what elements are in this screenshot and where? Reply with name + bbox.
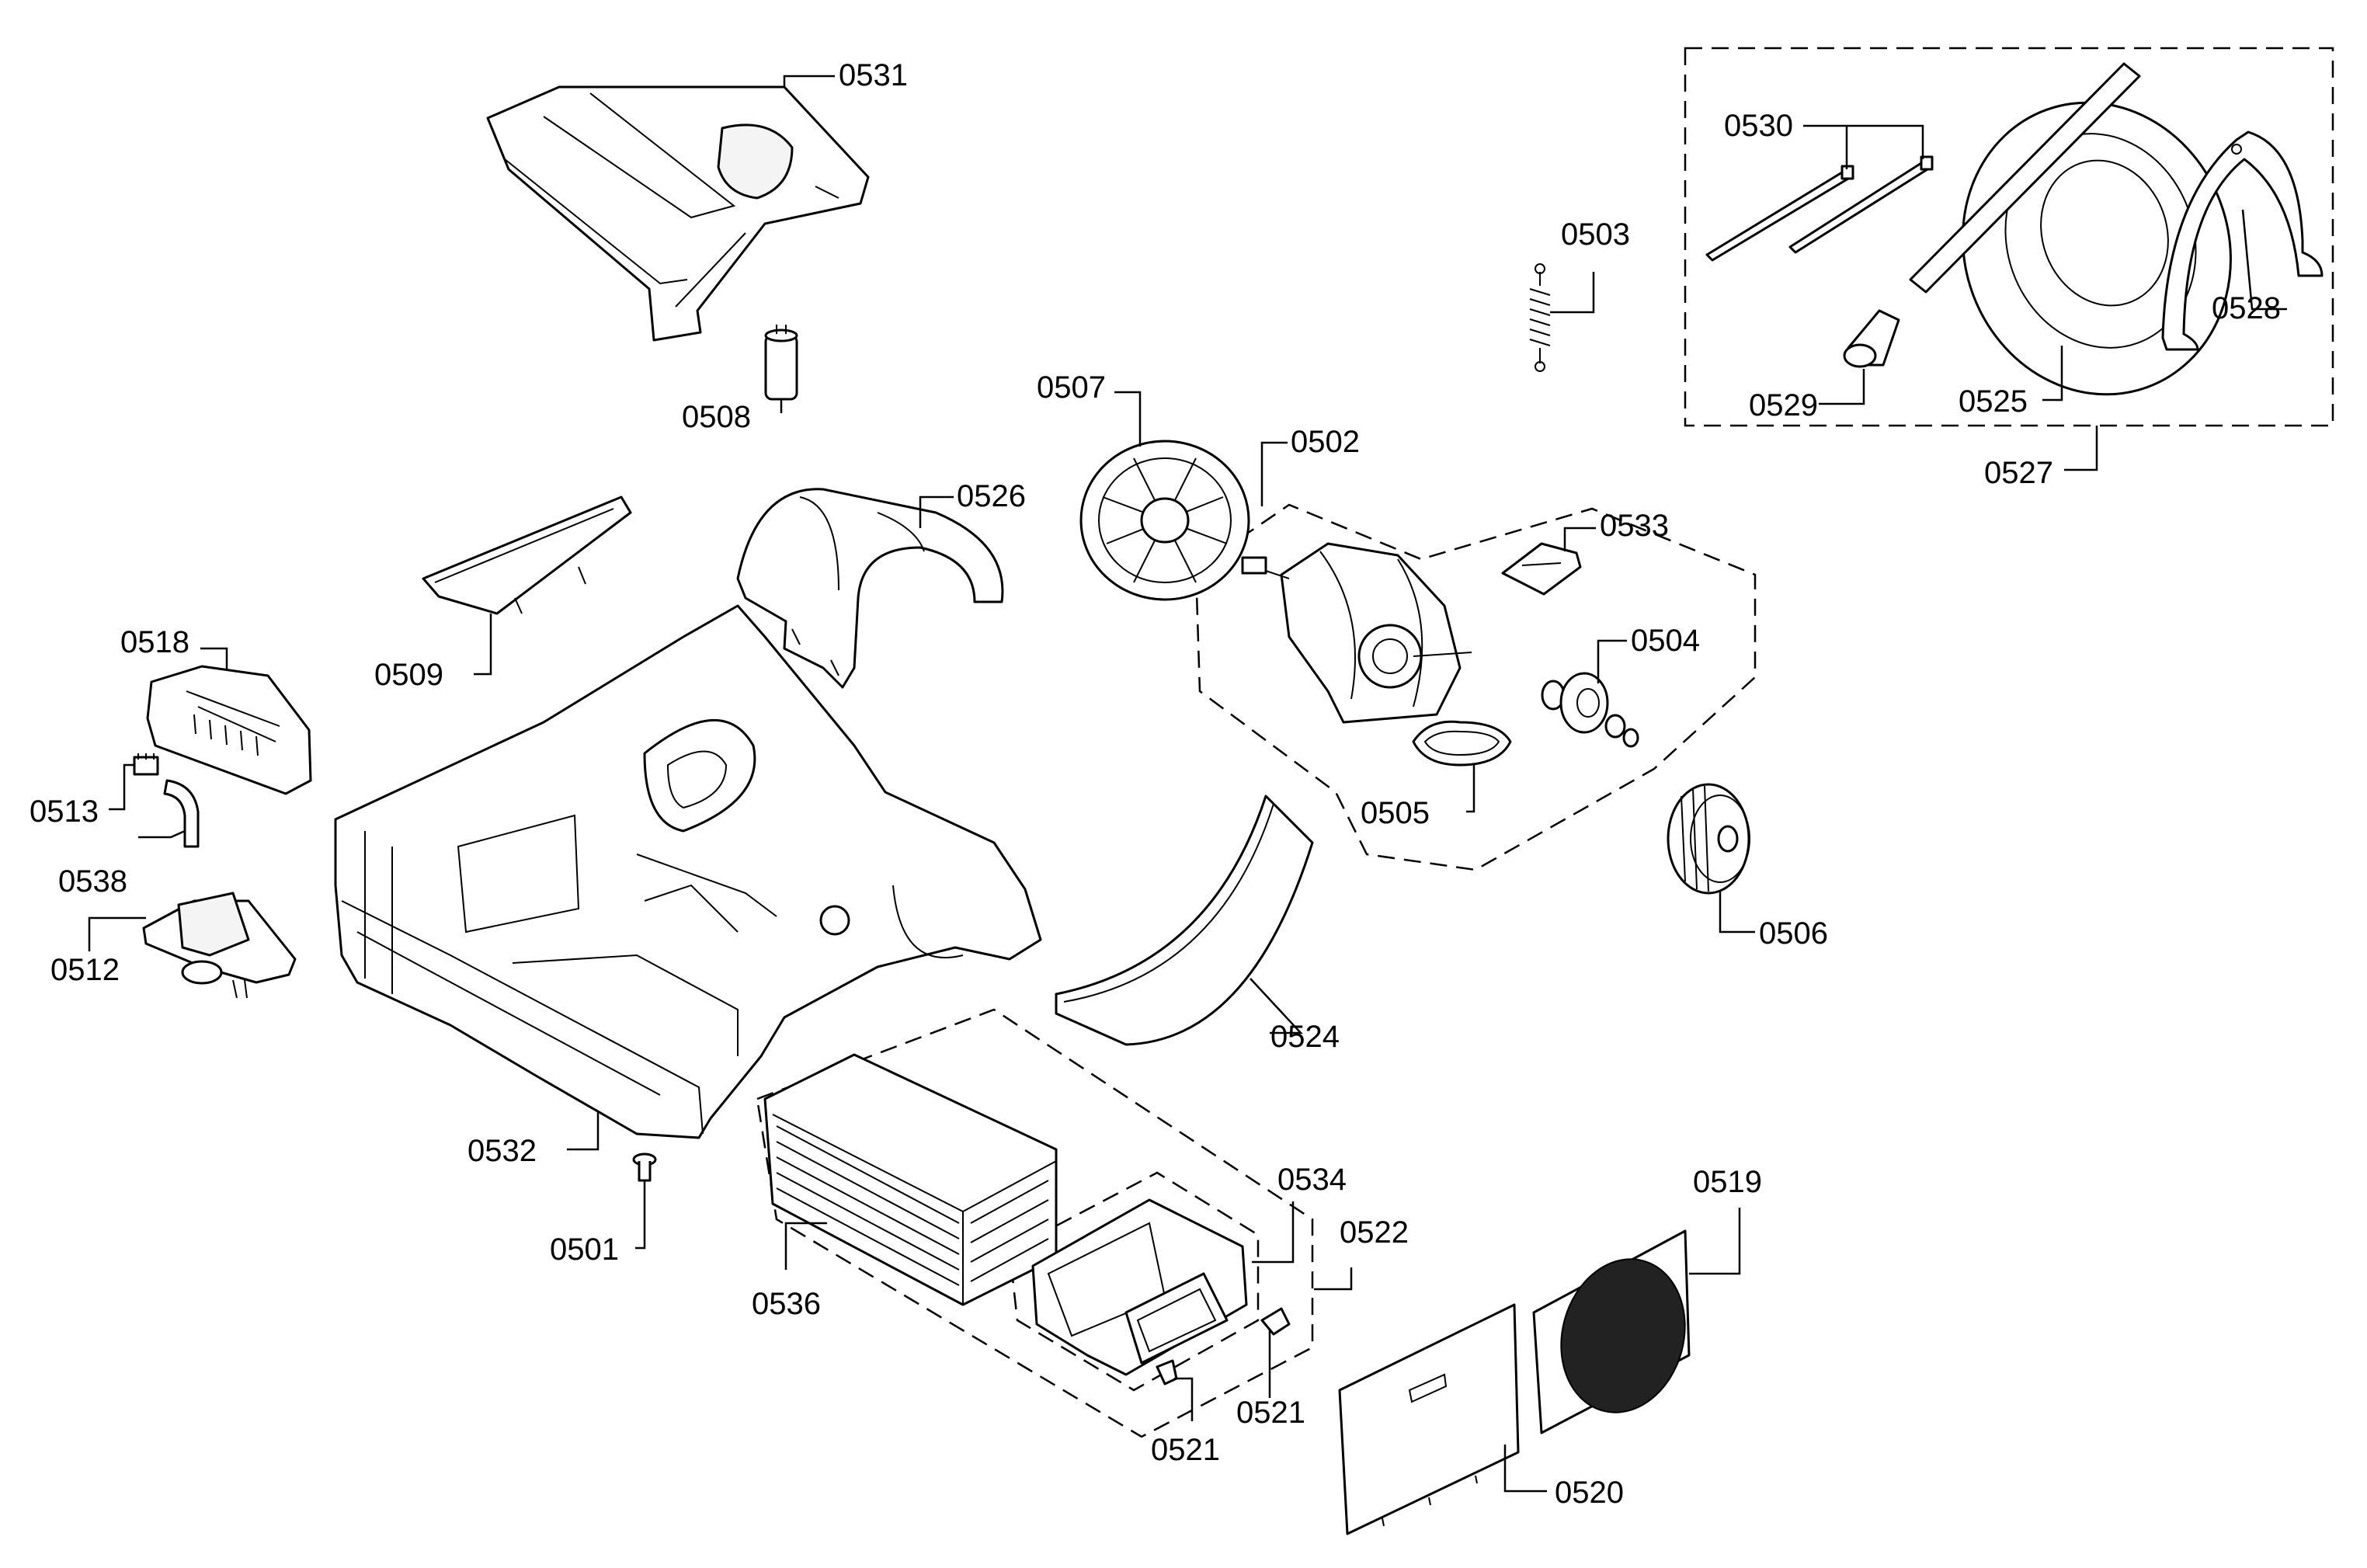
top-duct-part [486, 85, 870, 342]
leader-0509 [474, 614, 492, 676]
leader-0520 [1503, 1445, 1547, 1493]
label-0512: 0512 [50, 953, 120, 987]
hose-bracket-part [2161, 130, 2324, 351]
fan-wheel-part [1079, 440, 1250, 601]
leader-0504 [1597, 639, 1627, 683]
label-0520: 0520 [1555, 1476, 1624, 1510]
leader-0518 [200, 647, 228, 669]
group-outline-condenser-cover [1008, 1171, 1260, 1392]
leader-0534 [1252, 1201, 1295, 1264]
leader-0503 [1550, 272, 1595, 314]
bracket-part [1501, 542, 1582, 596]
clip-part-right [1260, 1307, 1291, 1336]
leader-0536 [784, 1222, 827, 1270]
leader-0528 [2241, 209, 2287, 311]
label-0506: 0506 [1759, 916, 1828, 951]
label-0536: 0536 [752, 1287, 821, 1321]
label-0502: 0502 [1291, 425, 1360, 459]
label-0524: 0524 [1270, 1020, 1340, 1054]
label-0531: 0531 [839, 58, 908, 92]
label-0504: 0504 [1631, 624, 1700, 658]
leader-0525 [2042, 346, 2063, 402]
label-0529: 0529 [1749, 388, 1818, 422]
label-0533: 0533 [1600, 509, 1669, 543]
label-0525: 0525 [1959, 384, 2028, 419]
pump-assembly-part [142, 892, 297, 999]
label-0522: 0522 [1340, 1215, 1409, 1250]
leader-0531 [783, 75, 835, 87]
access-panel-part [1338, 1303, 1520, 1535]
spring-part [1529, 263, 1551, 372]
leader-0505 [1466, 765, 1475, 813]
grille-panel-part [1532, 1229, 1691, 1434]
label-0527: 0527 [1984, 456, 2053, 490]
leader-0513 [109, 763, 134, 811]
group-outline-hose-kit [1684, 47, 2334, 427]
group-outline-condenser [756, 1008, 1314, 1438]
drive-belt-part [1412, 720, 1512, 767]
label-0526: 0526 [957, 479, 1026, 513]
leader-0519 [1689, 1208, 1741, 1275]
leader-0526 [919, 495, 954, 528]
label-0521-right: 0521 [1236, 1396, 1305, 1430]
label-0534: 0534 [1277, 1163, 1347, 1197]
clip-part-lower [1156, 1359, 1178, 1385]
motor-part [1241, 542, 1472, 724]
label-0532: 0532 [467, 1134, 537, 1168]
leader-0538 [138, 829, 186, 839]
leader-0530 [1803, 124, 1924, 169]
label-0521-lower: 0521 [1151, 1433, 1220, 1467]
cable-tie-part-right [1788, 155, 1934, 254]
label-0503: 0503 [1561, 217, 1630, 252]
label-0519: 0519 [1693, 1165, 1762, 1199]
screw-part [632, 1153, 657, 1182]
leader-0527 [2064, 426, 2098, 471]
leader-0532 [567, 1111, 600, 1151]
leader-0524 [1250, 978, 1303, 1034]
pulley-part [1541, 672, 1639, 748]
cable-tie-part-left [1705, 165, 1854, 262]
flat-cover-plate [422, 495, 632, 615]
label-0530: 0530 [1724, 109, 1793, 143]
leader-0506 [1719, 892, 1755, 933]
leader-0529 [1819, 369, 1865, 405]
hose-coil-part [1909, 62, 2232, 396]
small-cylinder-part [764, 325, 798, 401]
leader-0507 [1114, 391, 1142, 447]
curved-seal-part [1055, 794, 1314, 1046]
label-0501: 0501 [550, 1232, 619, 1267]
filter-housing-part [146, 665, 312, 795]
group-outline-motor-assembly [1194, 503, 1757, 871]
leader-0533 [1563, 527, 1596, 551]
small-hose-part [163, 779, 200, 848]
leader-0502 [1260, 441, 1288, 506]
semicircle-shroud-part [736, 488, 1004, 689]
label-0508: 0508 [682, 400, 751, 434]
hose-connector-part [1843, 309, 1900, 368]
leader-0522 [1314, 1267, 1353, 1291]
condenser-cover-part [1031, 1198, 1248, 1376]
label-0505: 0505 [1361, 796, 1430, 830]
label-0513: 0513 [30, 794, 99, 829]
blower-wheel-part [1667, 783, 1750, 895]
label-0509: 0509 [374, 658, 443, 692]
base-housing-part [334, 604, 1042, 1139]
label-0528: 0528 [2212, 291, 2281, 325]
leader-0521-lower [1174, 1377, 1194, 1421]
small-clip-part [133, 753, 159, 776]
leader-0501 [635, 1180, 646, 1250]
leader-0512 [88, 916, 146, 951]
label-0518: 0518 [120, 625, 189, 659]
condenser-part [763, 1053, 1058, 1306]
label-0538: 0538 [58, 864, 127, 899]
label-0507: 0507 [1037, 370, 1106, 405]
